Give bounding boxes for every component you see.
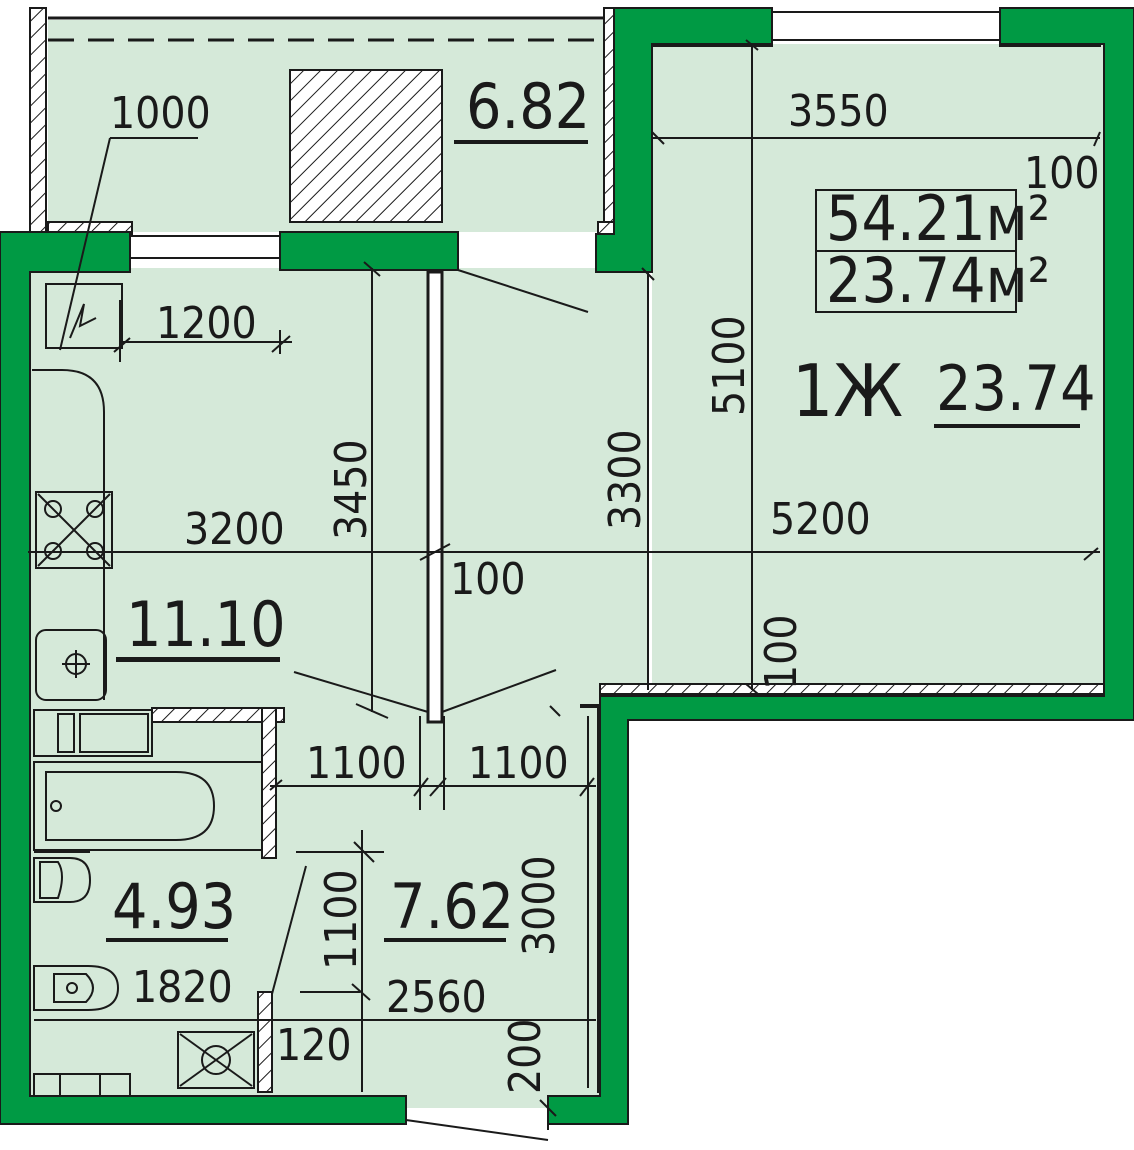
total-area: 54.21м² bbox=[826, 182, 1050, 255]
dim-hall-height: 3000 bbox=[514, 855, 565, 956]
dim-room-offset: 100 bbox=[1024, 148, 1100, 199]
dimension-lines bbox=[28, 39, 1101, 1130]
dim-room-offset-bottom: 100 bbox=[756, 614, 807, 690]
hall-area: 7.62 bbox=[390, 870, 514, 943]
room-code: 1Ж bbox=[792, 349, 903, 433]
dim-wall-thickness: 120 bbox=[276, 1020, 352, 1071]
dim-partition: 100 bbox=[450, 554, 526, 605]
balcony-storage bbox=[289, 69, 443, 223]
kitchen-partition bbox=[426, 270, 444, 724]
dimension-labels: 1000 3550 100 5100 5200 100 3300 1200 34… bbox=[110, 86, 1100, 1094]
dim-kitchen-depth: 3450 bbox=[326, 439, 377, 540]
balcony-area: 6.82 bbox=[466, 70, 590, 143]
dim-kitchen-width: 3200 bbox=[184, 504, 285, 555]
dim-hall-inner: 1100 bbox=[316, 869, 367, 970]
balcony-glazing bbox=[48, 16, 604, 42]
bathroom-area: 4.93 bbox=[112, 870, 236, 943]
living-area: 23.74м² bbox=[826, 244, 1050, 317]
dim-room-depth: 3300 bbox=[600, 429, 651, 530]
windows bbox=[130, 11, 1000, 259]
room-areas: 6.82 11.10 23.74 4.93 7.62 bbox=[106, 70, 1096, 943]
dim-room-height: 5100 bbox=[704, 315, 755, 416]
dim-hall-right: 1100 bbox=[468, 738, 569, 789]
floor-areas bbox=[28, 20, 1104, 1108]
dim-balcony-width: 1000 bbox=[110, 88, 211, 139]
living-room-area: 23.74 bbox=[936, 352, 1096, 425]
area-summary: 54.21м² 23.74м² bbox=[815, 182, 1050, 317]
dim-room-width: 5200 bbox=[770, 494, 871, 545]
doors bbox=[271, 269, 600, 1141]
kitchen-area: 11.10 bbox=[126, 588, 286, 661]
kitchen-fixtures bbox=[32, 283, 123, 701]
bathroom-fixtures bbox=[33, 709, 596, 1097]
dim-door-offset: 200 bbox=[500, 1018, 551, 1094]
dim-room-width-top: 3550 bbox=[788, 86, 889, 137]
dim-hall-width: 2560 bbox=[386, 972, 487, 1023]
dim-bath-width: 1820 bbox=[132, 962, 233, 1013]
dim-hall-left: 1100 bbox=[306, 738, 407, 789]
dim-kitchen-niche: 1200 bbox=[156, 298, 257, 349]
